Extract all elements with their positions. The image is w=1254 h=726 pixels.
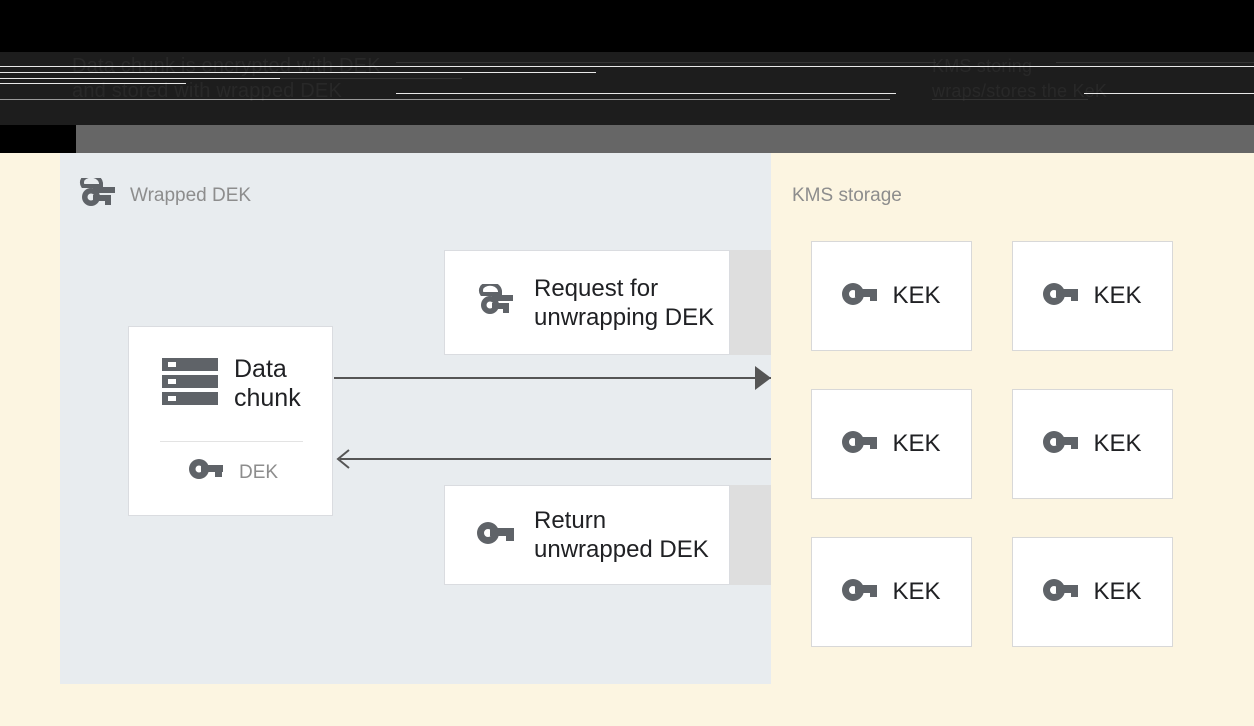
request-card-content: Request for unwrapping DEK	[445, 274, 714, 332]
request-for-unwrapping-dek-card[interactable]: Request for unwrapping DEK	[444, 250, 730, 355]
data-chunk-row: Data chunk	[162, 355, 301, 413]
chrome-band-black	[0, 0, 1254, 52]
return-unwrapped-dek-card[interactable]: Return unwrapped DEK	[444, 485, 730, 585]
kek-card-label: KEK	[892, 578, 941, 605]
scan-artifact	[0, 72, 596, 73]
heading-right-faint: KMS storing wraps/stores the KeK	[932, 56, 1108, 101]
data-chunk-label: Data chunk	[234, 355, 301, 412]
kek-card[interactable]: KEK	[811, 241, 972, 351]
top-chrome-bands: Data chunk is encrypted with DEK and sto…	[0, 0, 1254, 153]
data-chunk-divider	[160, 441, 303, 442]
kek-card-label: KEK	[892, 282, 941, 309]
key-icon	[842, 282, 878, 311]
key-icon	[1043, 430, 1079, 459]
return-card-label: Return unwrapped DEK	[534, 507, 709, 563]
dek-label: DEK	[239, 462, 279, 483]
kek-card-label: KEK	[1093, 578, 1142, 605]
scan-artifact	[932, 99, 1088, 100]
kek-card-label: KEK	[892, 430, 941, 457]
scan-artifact	[0, 78, 280, 79]
heading-left-faint: Data chunk is encrypted with DEK and sto…	[72, 55, 381, 102]
scan-artifact	[1084, 93, 1254, 94]
key-icon	[1043, 282, 1079, 311]
return-card-shadow	[730, 485, 771, 585]
kek-grid: KEK KEK KEK KEK	[811, 241, 1173, 647]
wrapped-key-icon	[477, 281, 515, 321]
kek-card[interactable]: KEK	[811, 537, 972, 647]
chrome-band-grey	[0, 125, 1254, 153]
return-arrow-line	[340, 458, 771, 460]
client-panel-header: Wrapped DEK	[79, 173, 252, 213]
return-arrow-head	[336, 449, 350, 469]
request-card-shadow	[730, 250, 771, 355]
scan-artifact	[0, 83, 186, 84]
kek-card[interactable]: KEK	[811, 389, 972, 499]
key-icon	[842, 430, 878, 459]
scan-artifact	[396, 93, 896, 94]
data-chunk-card[interactable]: Data chunk DEK	[128, 326, 333, 516]
kek-card-label: KEK	[1093, 282, 1142, 309]
scan-artifact	[1056, 62, 1254, 63]
scan-artifact	[280, 78, 462, 79]
client-panel-title: Wrapped DEK	[130, 185, 252, 206]
kek-card[interactable]: KEK	[1012, 241, 1173, 351]
key-icon	[1043, 578, 1079, 607]
wrapped-key-icon	[79, 173, 117, 213]
scan-artifact	[0, 66, 1254, 67]
server-storage-icon	[162, 357, 218, 412]
request-arrow-head	[755, 366, 771, 390]
kek-card[interactable]: KEK	[1012, 389, 1173, 499]
dek-row: DEK	[189, 459, 278, 486]
key-icon	[477, 521, 515, 550]
chrome-band-dark	[0, 52, 1254, 125]
key-icon	[189, 459, 223, 486]
return-card-content: Return unwrapped DEK	[445, 506, 709, 564]
chrome-band-black-sliver	[0, 125, 76, 153]
scan-artifact	[396, 62, 936, 63]
kek-card-label: KEK	[1093, 430, 1142, 457]
request-card-label: Request for unwrapping DEK	[534, 274, 715, 331]
scan-artifact	[0, 99, 890, 100]
key-icon	[842, 578, 878, 607]
kms-storage-title: KMS storage	[792, 185, 902, 206]
kek-card[interactable]: KEK	[1012, 537, 1173, 647]
request-arrow-line	[334, 377, 771, 379]
